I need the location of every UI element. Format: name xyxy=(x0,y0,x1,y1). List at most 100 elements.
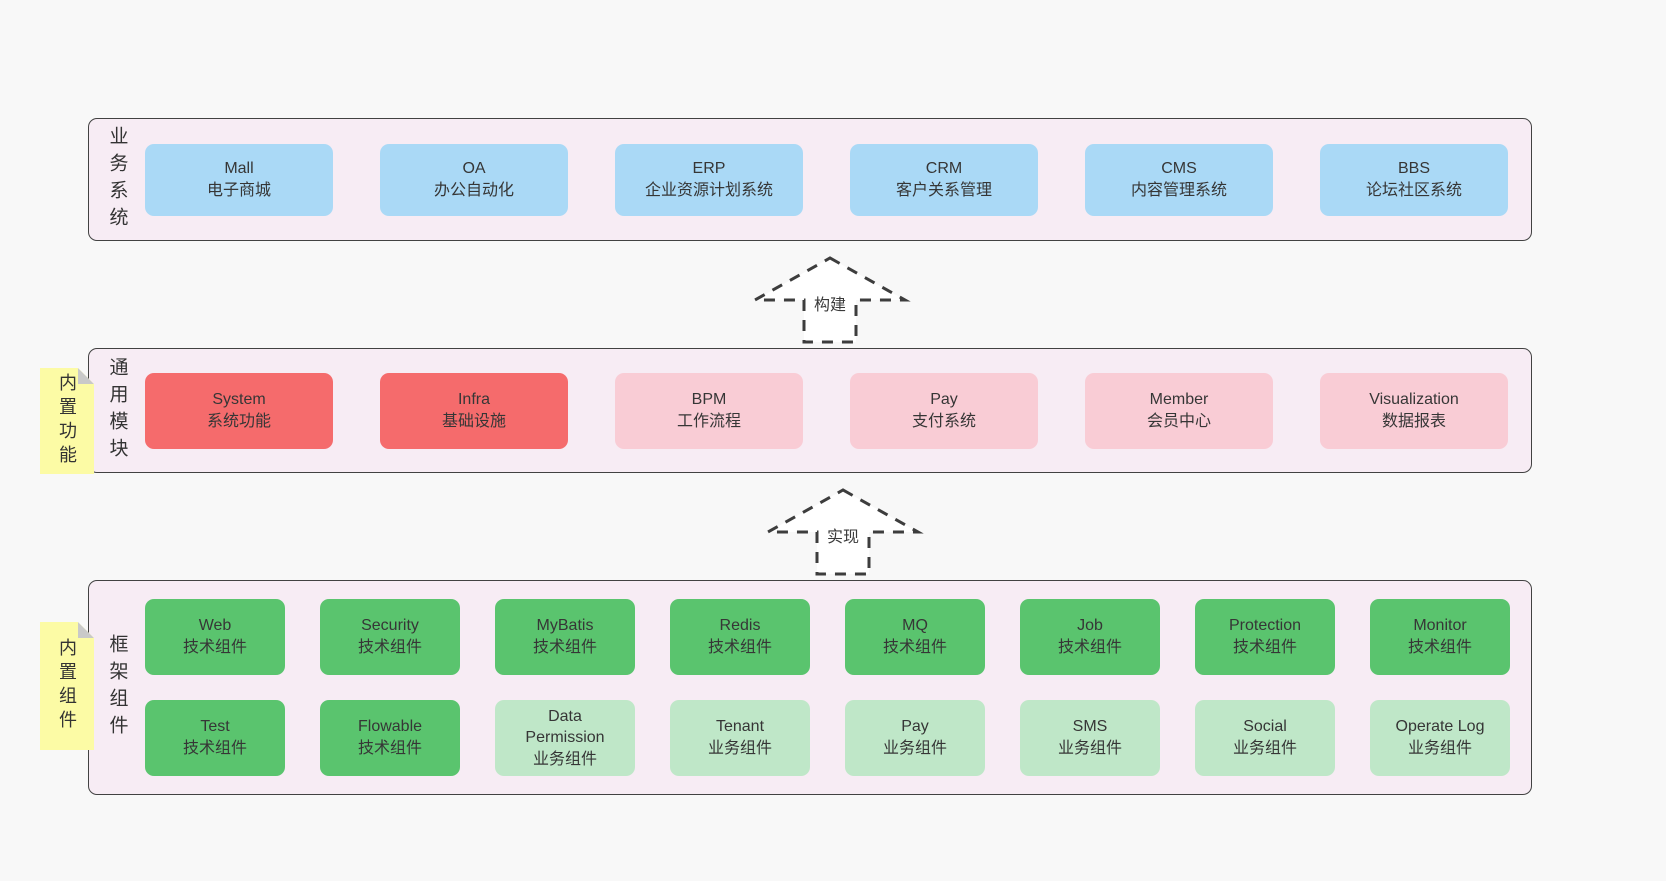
box-title: Social xyxy=(1243,718,1287,736)
box-desc: 业务组件 xyxy=(1057,740,1122,757)
box-infra: Infra 基础设施 xyxy=(380,372,568,449)
modules-row: System 系统功能 Infra 基础设施 BPM 工作流程 Pay 支付系统… xyxy=(145,372,1531,449)
box-desc: 业务组件 xyxy=(532,750,597,768)
components-boxes: Web 技术组件 Security 技术组件 MyBatis 技术组件 Redi… xyxy=(145,581,1531,794)
box-title: Protection xyxy=(1228,617,1302,635)
box-title: Operate Log xyxy=(1395,718,1485,736)
box-title: BPM xyxy=(691,390,727,408)
box-protection: Protection 技术组件 xyxy=(1195,599,1335,675)
box-cms: CMS 内容管理系统 xyxy=(1085,143,1273,216)
box-desc: 技术组件 xyxy=(182,740,247,757)
box-title: ERP xyxy=(692,159,726,177)
box-mybatis: MyBatis 技术组件 xyxy=(495,599,635,675)
modules-boxes: System 系统功能 Infra 基础设施 BPM 工作流程 Pay 支付系统… xyxy=(145,349,1531,472)
box-desc: 企业资源计划系统 xyxy=(644,181,773,199)
box-erp: ERP 企业资源计划系统 xyxy=(615,143,803,216)
box-pay-component: Pay 业务组件 xyxy=(845,700,985,776)
box-title: Visualization xyxy=(1369,390,1459,408)
box-desc: 办公自动化 xyxy=(433,181,514,199)
box-desc: 技术组件 xyxy=(357,740,422,757)
box-desc: 技术组件 xyxy=(182,639,247,656)
box-desc: 业务组件 xyxy=(707,740,772,757)
box-desc: 系统功能 xyxy=(206,412,271,430)
box-title: MyBatis xyxy=(536,617,594,635)
box-title: Test xyxy=(200,718,230,736)
box-desc: 业务组件 xyxy=(1232,740,1297,757)
arrow-implement-label: 实现 xyxy=(824,523,862,547)
box-visualization: Visualization 数据报表 xyxy=(1320,372,1508,449)
box-title: Pay xyxy=(901,718,929,736)
box-desc: 业务组件 xyxy=(1407,740,1472,757)
components-row-1: Web 技术组件 Security 技术组件 MyBatis 技术组件 Redi… xyxy=(145,599,1531,675)
box-flowable: Flowable 技术组件 xyxy=(320,700,460,776)
box-title: CRM xyxy=(925,159,963,177)
box-desc: 工作流程 xyxy=(676,412,741,430)
sticky-built-in-components: 内置组件 xyxy=(40,622,94,750)
box-desc: 客户关系管理 xyxy=(895,181,992,199)
sticky-text: 内置功能 xyxy=(57,373,77,469)
box-title: Security xyxy=(361,617,419,635)
box-web: Web 技术组件 xyxy=(145,599,285,675)
arrow-build: 构建 xyxy=(745,254,915,346)
box-title: OA xyxy=(462,159,486,177)
section-framework-components: 框架组件 Web 技术组件 Security 技术组件 MyBatis 技术组件… xyxy=(88,580,1532,795)
business-row: Mall 电子商城 OA 办公自动化 ERP 企业资源计划系统 CRM 客户关系… xyxy=(145,143,1531,216)
box-data-permission: Data Permission 业务组件 xyxy=(495,700,635,776)
section-common-modules: 通用模块 System 系统功能 Infra 基础设施 BPM 工作流程 Pay… xyxy=(88,348,1532,473)
box-title: Mall xyxy=(224,159,254,177)
box-title: Monitor xyxy=(1413,617,1467,635)
box-sms: SMS 业务组件 xyxy=(1020,700,1160,776)
box-title: Data Permission xyxy=(525,707,605,747)
box-title: BBS xyxy=(1397,159,1430,177)
box-system: System 系统功能 xyxy=(145,372,333,449)
box-desc: 基础设施 xyxy=(441,412,506,430)
box-title: Web xyxy=(198,617,232,635)
box-bpm: BPM 工作流程 xyxy=(615,372,803,449)
box-desc: 内容管理系统 xyxy=(1130,181,1227,199)
box-oa: OA 办公自动化 xyxy=(380,143,568,216)
box-title: Member xyxy=(1149,390,1209,408)
box-monitor: Monitor 技术组件 xyxy=(1370,599,1510,675)
box-title: Pay xyxy=(930,390,958,408)
section-business-systems: 业务系统 Mall 电子商城 OA 办公自动化 ERP 企业资源计划系统 CRM… xyxy=(88,118,1532,241)
box-tenant: Tenant 业务组件 xyxy=(670,700,810,776)
box-desc: 技术组件 xyxy=(1057,639,1122,656)
box-bbs: BBS 论坛社区系统 xyxy=(1320,143,1508,216)
business-boxes: Mall 电子商城 OA 办公自动化 ERP 企业资源计划系统 CRM 客户关系… xyxy=(145,119,1531,240)
section-components-label: 框架组件 xyxy=(106,633,128,742)
box-job: Job 技术组件 xyxy=(1020,599,1160,675)
box-crm: CRM 客户关系管理 xyxy=(850,143,1038,216)
box-desc: 技术组件 xyxy=(532,639,597,656)
arrow-build-label: 构建 xyxy=(811,291,849,315)
sticky-built-in-features: 内置功能 xyxy=(40,368,94,474)
box-desc: 技术组件 xyxy=(707,639,772,656)
box-redis: Redis 技术组件 xyxy=(670,599,810,675)
box-desc: 技术组件 xyxy=(1232,639,1297,656)
box-desc: 会员中心 xyxy=(1146,412,1211,430)
box-title: Redis xyxy=(719,617,761,635)
box-title: MQ xyxy=(902,617,928,635)
box-desc: 技术组件 xyxy=(357,639,422,656)
box-mq: MQ 技术组件 xyxy=(845,599,985,675)
box-member: Member 会员中心 xyxy=(1085,372,1273,449)
section-modules-label: 通用模块 xyxy=(106,356,128,465)
box-desc: 业务组件 xyxy=(882,740,947,757)
box-desc: 数据报表 xyxy=(1381,412,1446,430)
box-title: System xyxy=(212,390,266,408)
box-title: Flowable xyxy=(357,718,423,736)
section-business-label: 业务系统 xyxy=(106,125,128,234)
box-social: Social 业务组件 xyxy=(1195,700,1335,776)
box-title: Job xyxy=(1077,617,1103,635)
box-desc: 论坛社区系统 xyxy=(1365,181,1462,199)
box-title: Tenant xyxy=(715,718,765,736)
box-desc: 支付系统 xyxy=(911,412,976,430)
box-test: Test 技术组件 xyxy=(145,700,285,776)
box-desc: 技术组件 xyxy=(1407,639,1472,656)
box-title: CMS xyxy=(1161,159,1197,177)
box-desc: 电子商城 xyxy=(206,181,271,199)
box-desc: 技术组件 xyxy=(882,639,947,656)
box-title: Infra xyxy=(457,390,490,408)
arrow-implement: 实现 xyxy=(758,486,928,578)
box-operate-log: Operate Log 业务组件 xyxy=(1370,700,1510,776)
